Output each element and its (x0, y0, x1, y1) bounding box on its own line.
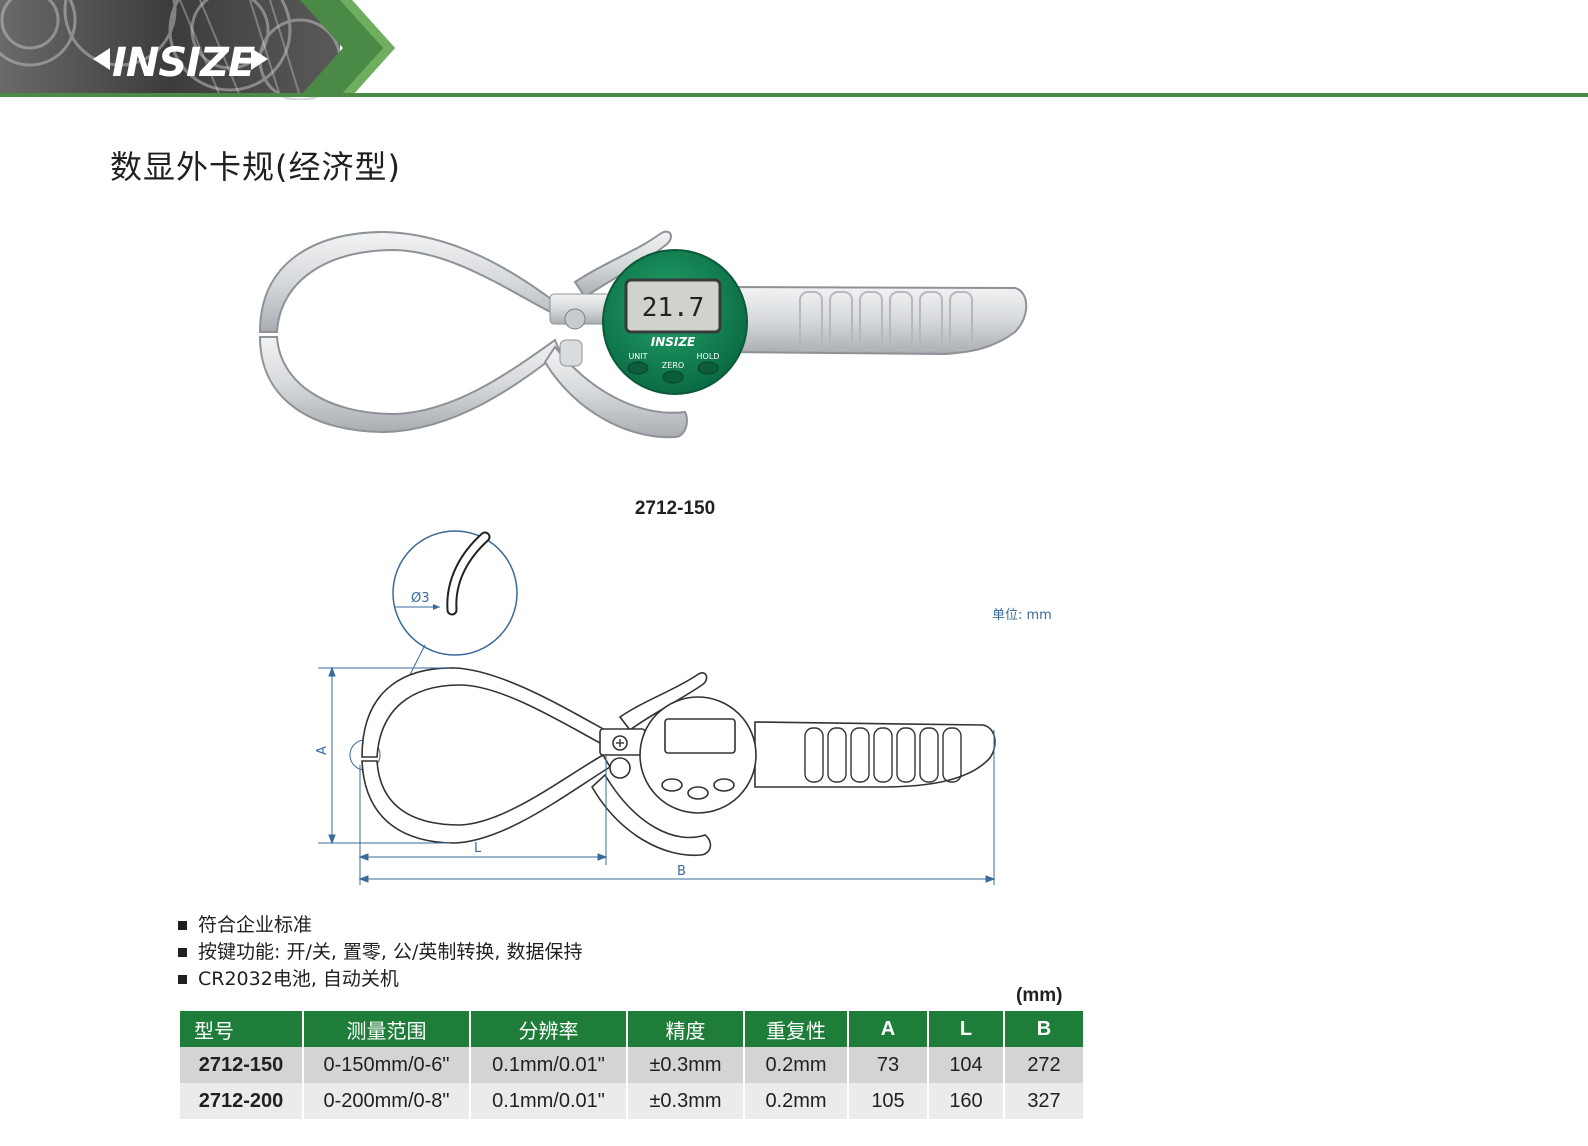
brand-logo-text: INSIZE (112, 40, 255, 86)
cell-a: 105 (848, 1083, 929, 1119)
cell-resolution: 0.1mm/0.01" (470, 1047, 628, 1083)
spec-table: 型号 测量范围 分辨率 精度 重复性 A L B 2712-150 0-150m… (180, 1011, 1083, 1119)
hold-button-label: HOLD (697, 352, 720, 361)
tip-diameter-label: Ø3 (411, 591, 430, 606)
product-photo: 21.7 INSIZE UNIT ZERO HOLD (258, 230, 1028, 439)
cell-l: 104 (928, 1047, 1005, 1083)
cell-repeatability: 0.2mm (744, 1047, 849, 1083)
page-title: 数显外卡规(经济型) (110, 148, 401, 186)
unit-button-label: UNIT (628, 352, 647, 361)
header-model: 型号 (180, 1011, 304, 1047)
header-resolution: 分辨率 (470, 1011, 628, 1047)
cell-b: 327 (1004, 1083, 1083, 1119)
header-l: L (928, 1011, 1005, 1047)
header-banner: INSIZE (0, 0, 1588, 100)
table-header-row: 型号 测量范围 分辨率 精度 重复性 A L B (180, 1011, 1083, 1047)
table-row: 2712-150 0-150mm/0-6" 0.1mm/0.01" ±0.3mm… (180, 1047, 1083, 1083)
cell-repeatability: 0.2mm (744, 1083, 849, 1119)
unit-note: 单位: mm (992, 608, 1052, 623)
feature-item: CR2032电池, 自动关机 (178, 966, 582, 993)
cell-range: 0-150mm/0-6" (303, 1047, 471, 1083)
cell-accuracy: ±0.3mm (627, 1083, 745, 1119)
technical-drawing: Ø3 (315, 530, 996, 885)
header-accuracy: 精度 (627, 1011, 745, 1047)
cell-l: 160 (928, 1083, 1005, 1119)
cell-b: 272 (1004, 1047, 1083, 1083)
zero-button-label: ZERO (662, 361, 684, 370)
lcd-reading: 21.7 (642, 293, 705, 323)
cell-accuracy: ±0.3mm (627, 1047, 745, 1083)
dimension-b-label: B (677, 864, 686, 879)
model-caption: 2712-150 (634, 498, 716, 519)
cell-resolution: 0.1mm/0.01" (470, 1083, 628, 1119)
cell-model: 2712-150 (180, 1047, 304, 1083)
dimension-l-label: L (474, 841, 482, 856)
table-unit-note: (mm) (1016, 985, 1063, 1006)
feature-item: 按键功能: 开/关, 置零, 公/英制转换, 数据保持 (178, 939, 582, 966)
dial-brand-text: INSIZE (651, 335, 696, 349)
header-range: 测量范围 (303, 1011, 471, 1047)
header-b: B (1004, 1011, 1083, 1047)
insize-logo (93, 48, 268, 70)
feature-item: 符合企业标准 (178, 912, 582, 939)
dimension-a-label: A (315, 746, 330, 755)
table-row: 2712-200 0-200mm/0-8" 0.1mm/0.01" ±0.3mm… (180, 1083, 1083, 1119)
header-repeatability: 重复性 (744, 1011, 849, 1047)
header-a: A (848, 1011, 929, 1047)
cell-a: 73 (848, 1047, 929, 1083)
cell-model: 2712-200 (180, 1083, 304, 1119)
feature-list: 符合企业标准 按键功能: 开/关, 置零, 公/英制转换, 数据保持 CR203… (178, 912, 582, 993)
cell-range: 0-200mm/0-8" (303, 1083, 471, 1119)
